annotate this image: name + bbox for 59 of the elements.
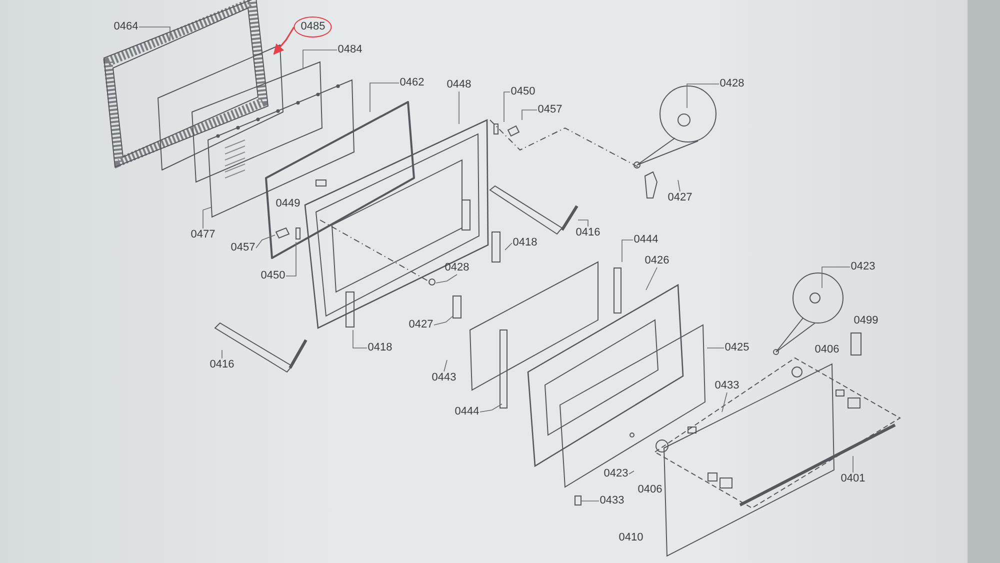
leader-line xyxy=(286,242,296,276)
callout-number: 0426 xyxy=(644,254,670,268)
callout-number: 0428 xyxy=(444,262,470,274)
callout-number: 0477 xyxy=(190,228,216,242)
leader-line xyxy=(852,456,854,473)
leader-line xyxy=(580,500,600,502)
callout-number: 0427 xyxy=(408,318,434,332)
callout-number: 0464 xyxy=(112,20,140,34)
callout-number: 0401 xyxy=(840,472,866,486)
leader-line xyxy=(628,470,634,474)
callout-number: 0410 xyxy=(618,532,644,544)
callout-number: 0499 xyxy=(852,314,880,328)
callout-number: 0450 xyxy=(510,86,536,98)
leader-line xyxy=(202,206,212,229)
callout-number: 0406 xyxy=(814,344,840,356)
leader-line xyxy=(480,404,502,412)
leader-line xyxy=(138,26,170,40)
callout-number: 0485 xyxy=(294,16,332,38)
callout-number: 0418 xyxy=(512,236,538,250)
callout-number: 0427 xyxy=(666,192,694,204)
callout-number: 0428 xyxy=(718,78,746,90)
leader-line xyxy=(444,360,448,372)
pointer-arrow xyxy=(273,26,295,55)
leader-line xyxy=(578,220,588,227)
callout-number: 0448 xyxy=(446,78,472,92)
leader-line xyxy=(646,267,658,290)
leader-line xyxy=(522,110,538,120)
leader-line xyxy=(352,330,368,348)
leader-line xyxy=(686,84,720,108)
callout-number: 0423 xyxy=(602,468,630,480)
leader-line xyxy=(256,234,276,248)
callout-number: 0406 xyxy=(636,484,664,496)
callout-number: 0457 xyxy=(230,242,256,254)
leader-line xyxy=(434,316,454,326)
leader-line xyxy=(504,92,510,122)
leader-line xyxy=(722,392,728,412)
leader-line xyxy=(302,50,338,68)
leader-line xyxy=(504,242,512,250)
leader-line xyxy=(370,82,400,112)
callout-number: 0457 xyxy=(536,104,564,116)
leader-line xyxy=(622,240,634,262)
callout-number: 0449 xyxy=(274,198,302,210)
callout-number: 0416 xyxy=(574,226,602,240)
leader-line xyxy=(822,266,850,288)
callout-number: 0444 xyxy=(632,234,660,246)
callout-number: 0425 xyxy=(724,342,750,354)
callout-number: 0462 xyxy=(398,76,426,90)
callout-number: 0423 xyxy=(850,260,876,274)
leader-line xyxy=(678,180,680,192)
leader-line xyxy=(458,91,460,124)
callout-number: 0433 xyxy=(598,494,626,508)
leader-line xyxy=(436,274,458,284)
callout-number: 0443 xyxy=(430,372,458,384)
callout-number: 0444 xyxy=(454,406,480,418)
callout-number: 0450 xyxy=(260,270,286,282)
callout-number: 0484 xyxy=(336,44,364,56)
callout-number: 0418 xyxy=(366,342,394,354)
callout-number: 0433 xyxy=(714,380,740,392)
callout-number: 0416 xyxy=(208,358,236,372)
